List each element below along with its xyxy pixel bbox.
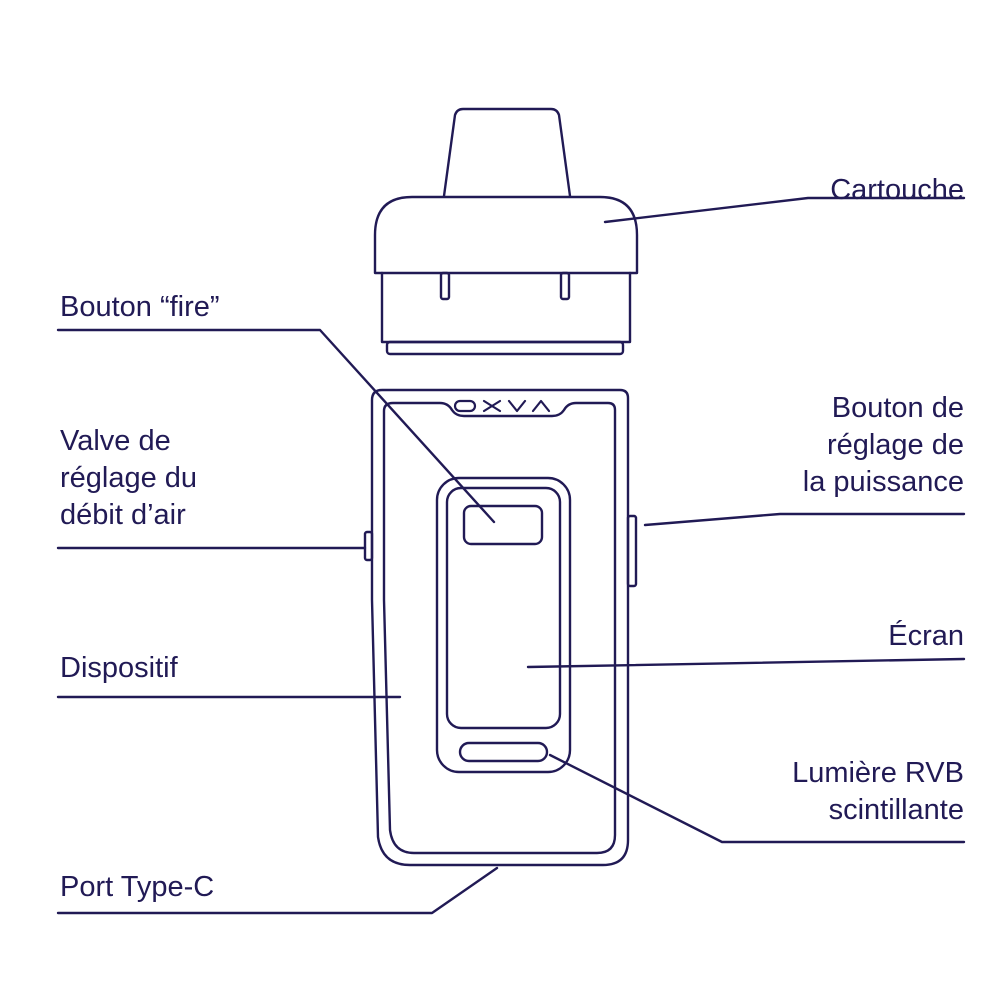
cartridge-contact-right <box>559 271 571 301</box>
fire-button <box>462 504 544 546</box>
label-power-button: Bouton de réglage de la puissance <box>803 390 964 501</box>
label-cartouche-line: Cartouche <box>830 174 964 206</box>
leader-usb-port <box>56 866 499 915</box>
oxva-logo <box>453 399 551 413</box>
cartridge-tank <box>380 271 632 344</box>
cartridge-base <box>385 340 625 356</box>
label-airflow-valve-line-1: Valve de <box>60 425 171 457</box>
label-fire-button-line: Bouton “fire” <box>60 291 220 323</box>
label-rgb-light: Lumière RVB scintillante <box>792 755 964 829</box>
cartridge-contact-left <box>439 271 451 301</box>
rgb-light-strip <box>458 741 549 763</box>
leader-lines <box>56 196 966 915</box>
label-usb-port-line: Port Type-C <box>60 871 215 903</box>
label-airflow-valve-line-2: réglage du <box>60 462 198 494</box>
label-airflow-valve-line-3: débit d’air <box>60 499 186 531</box>
screen <box>445 486 562 730</box>
device-body <box>363 388 638 867</box>
label-usb-port: Port Type-C <box>60 869 214 906</box>
leader-rgb-light <box>548 753 966 844</box>
front-panel <box>435 476 572 774</box>
label-fire-button: Bouton “fire” <box>60 289 220 326</box>
leader-power-button <box>643 512 966 527</box>
label-power-button-line-1: Bouton de <box>831 392 964 424</box>
airflow-valve <box>363 530 374 562</box>
label-device: Dispositif <box>60 650 178 687</box>
power-adjust-button <box>626 514 638 588</box>
leader-screen <box>526 657 966 669</box>
label-power-button-line-2: réglage de <box>826 429 964 461</box>
label-power-button-line-3: la puissance <box>802 466 964 498</box>
device-shell-inner <box>382 401 617 855</box>
label-device-line: Dispositif <box>60 652 178 684</box>
label-rgb-light-line-2: scintillante <box>828 794 964 826</box>
cartridge-mouthpiece <box>442 107 572 198</box>
device-shell-outer <box>370 388 630 867</box>
label-airflow-valve: Valve de réglage du débit d’air <box>60 423 197 534</box>
label-rgb-light-line-1: Lumière RVB <box>792 757 964 789</box>
panel-outer <box>435 476 572 774</box>
label-screen-line: Écran <box>888 620 964 652</box>
leader-cartouche <box>603 196 966 224</box>
cartridge <box>373 107 639 356</box>
label-screen: Écran <box>888 618 964 655</box>
leader-fire-button <box>56 328 496 524</box>
label-cartouche: Cartouche <box>830 172 964 209</box>
cartridge-cap <box>373 195 639 275</box>
